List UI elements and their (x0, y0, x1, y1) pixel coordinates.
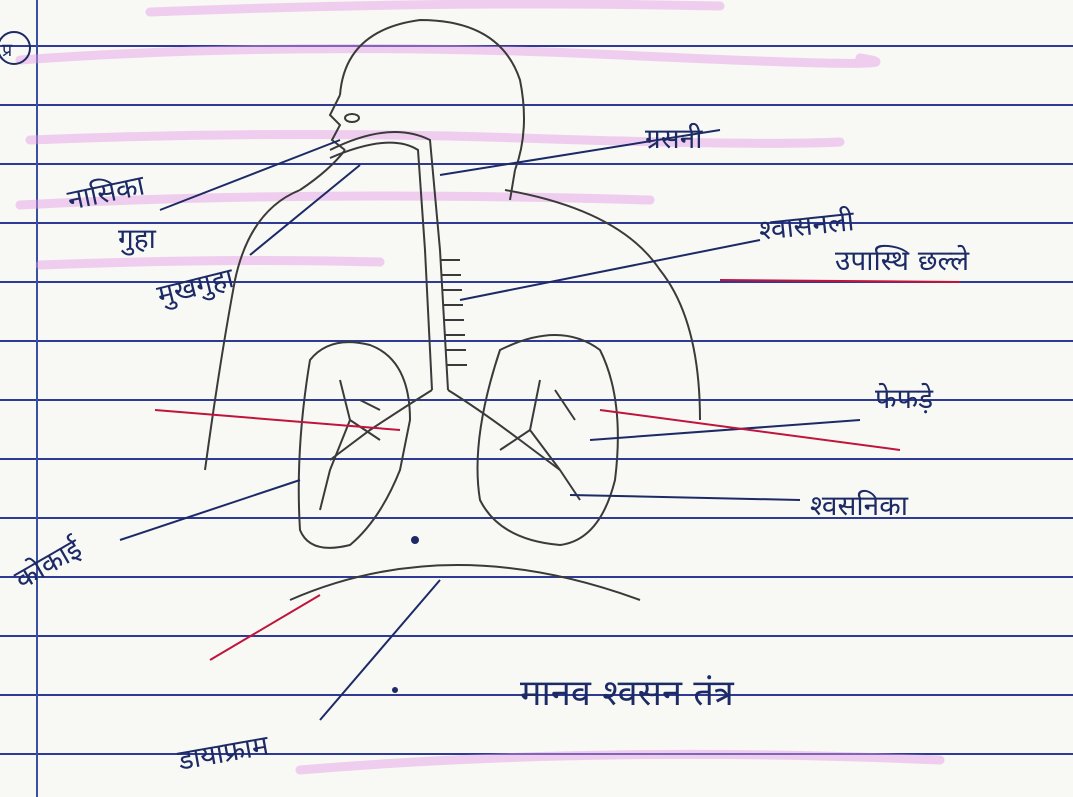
highlighter-strokes (20, 4, 940, 770)
question-marker: प्र (2, 40, 13, 61)
label-grasani: ग्रसनी (645, 122, 703, 155)
label-kokai: कोकाई (9, 531, 88, 596)
lungs (299, 335, 618, 548)
body-outline (205, 20, 700, 470)
label-nasika-1: नासिका (65, 168, 149, 217)
label-mukh-guha: मुखगुहा (154, 261, 238, 313)
trachea (330, 132, 560, 470)
label-shwasnika: श्वसनिका (810, 489, 909, 522)
diagram-title: मानव श्वसन तंत्र (520, 673, 735, 714)
label-upasthi-chhalle: उपास्थि छल्ले (835, 244, 970, 277)
dot-mark (392, 687, 398, 693)
label-shwasnali: श्वासनली (757, 204, 856, 247)
pointer-lines (120, 130, 860, 720)
label-nasika-2: गुहा (118, 222, 157, 256)
red-pointer-lines (155, 280, 960, 660)
diaphragm-shape (290, 565, 640, 600)
label-fefde: फेफड़े (875, 382, 934, 415)
dot-mark (411, 536, 419, 544)
label-diaphragm: डायाफ्राम (175, 728, 273, 777)
left-lung (299, 342, 410, 548)
